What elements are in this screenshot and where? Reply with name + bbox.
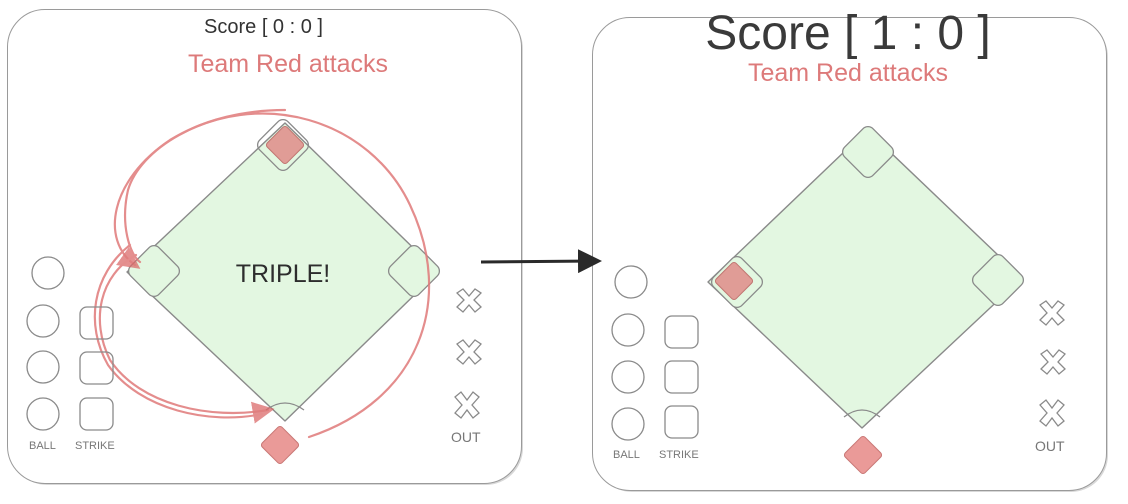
strike-indicator-2-before: [79, 351, 114, 385]
ball-indicator-2-after: [611, 313, 645, 347]
batter-marker-before: [260, 425, 300, 465]
strike-indicator-3-after: [664, 405, 699, 439]
ball-indicator-3-after: [611, 360, 645, 394]
out-mark-2-after: [1040, 349, 1066, 375]
strike-label-before: STRIKE: [75, 440, 115, 452]
attacking-team-before: Team Red attacks: [187, 50, 389, 78]
home-plate-after: [843, 409, 881, 418]
attacking-team-after: Team Red attacks: [747, 59, 949, 87]
score-label-after: Score [ 1 : 0 ]: [705, 7, 991, 60]
strike-label-after: STRIKE: [659, 449, 699, 461]
out-mark-3-before: [454, 391, 480, 419]
infield-diamond-before: [126, 122, 439, 422]
ball-label-before: BALL: [29, 440, 56, 452]
transition-arrow: [480, 249, 602, 274]
runner-on-second-before: [265, 125, 305, 165]
strike-indicator-3-before: [79, 397, 114, 431]
strike-indicator-1-after: [664, 315, 699, 349]
strike-indicator-2-after: [664, 360, 699, 394]
ball-indicator-2-before: [26, 304, 60, 338]
first-base-after: [971, 253, 1025, 307]
out-mark-2-before: [456, 339, 482, 365]
base-running-path: [93, 108, 431, 439]
ball-indicator-1-before: [31, 256, 65, 290]
ball-indicator-4-before: [26, 397, 60, 431]
batter-marker-after: [843, 435, 883, 475]
ball-indicator-1-after: [614, 265, 648, 299]
out-mark-3-after: [1039, 399, 1065, 427]
out-mark-1-after: [1039, 300, 1065, 326]
score-label-before: Score [ 0 : 0 ]: [204, 16, 323, 38]
ball-label-after: BALL: [613, 449, 640, 461]
second-base-before: [256, 118, 310, 172]
ball-indicator-4-after: [611, 407, 645, 441]
infield-diamond-after: [707, 129, 1023, 429]
out-label-after: OUT: [1035, 438, 1065, 454]
runner-on-third-after: [714, 261, 754, 301]
out-mark-1-before: [455, 288, 483, 313]
strike-indicator-1-before: [79, 306, 114, 340]
second-base-after: [841, 125, 895, 179]
play-event-label: TRIPLE!: [235, 260, 331, 288]
ball-indicator-3-before: [26, 350, 60, 384]
out-label-before: OUT: [451, 429, 481, 445]
